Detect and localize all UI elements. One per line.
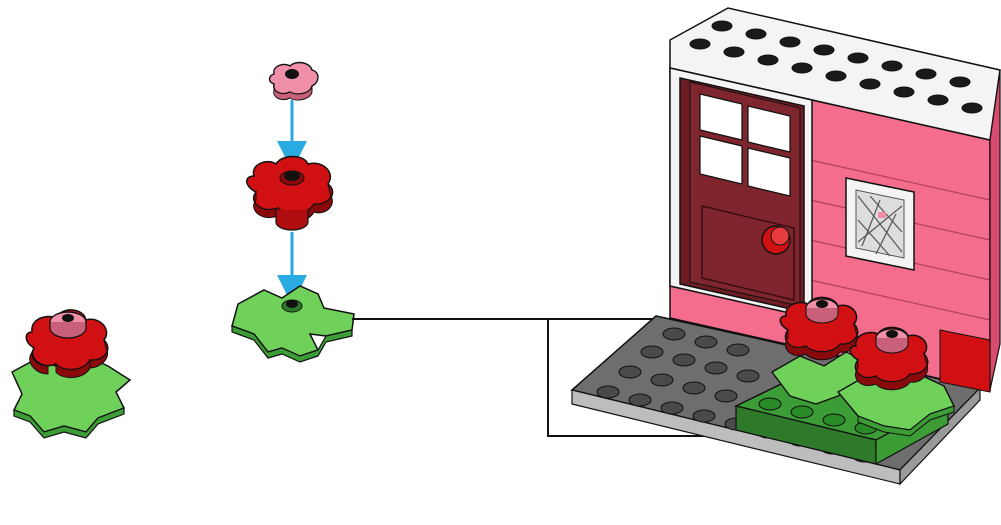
door-window [699,93,791,197]
red-flower-plate [246,155,334,231]
top-studs [689,20,983,114]
window [845,177,915,271]
finished-flower-pink-plate [49,311,87,339]
door-knob [761,225,791,255]
finished-flower [11,309,132,439]
green-leaf-plate [231,285,355,363]
exploded-assembly [231,61,355,363]
house-module [570,7,1001,486]
pink-round-plate [268,61,319,101]
door [669,67,813,319]
installed-flower-right [836,326,955,437]
finished-flower-petals [25,309,109,378]
